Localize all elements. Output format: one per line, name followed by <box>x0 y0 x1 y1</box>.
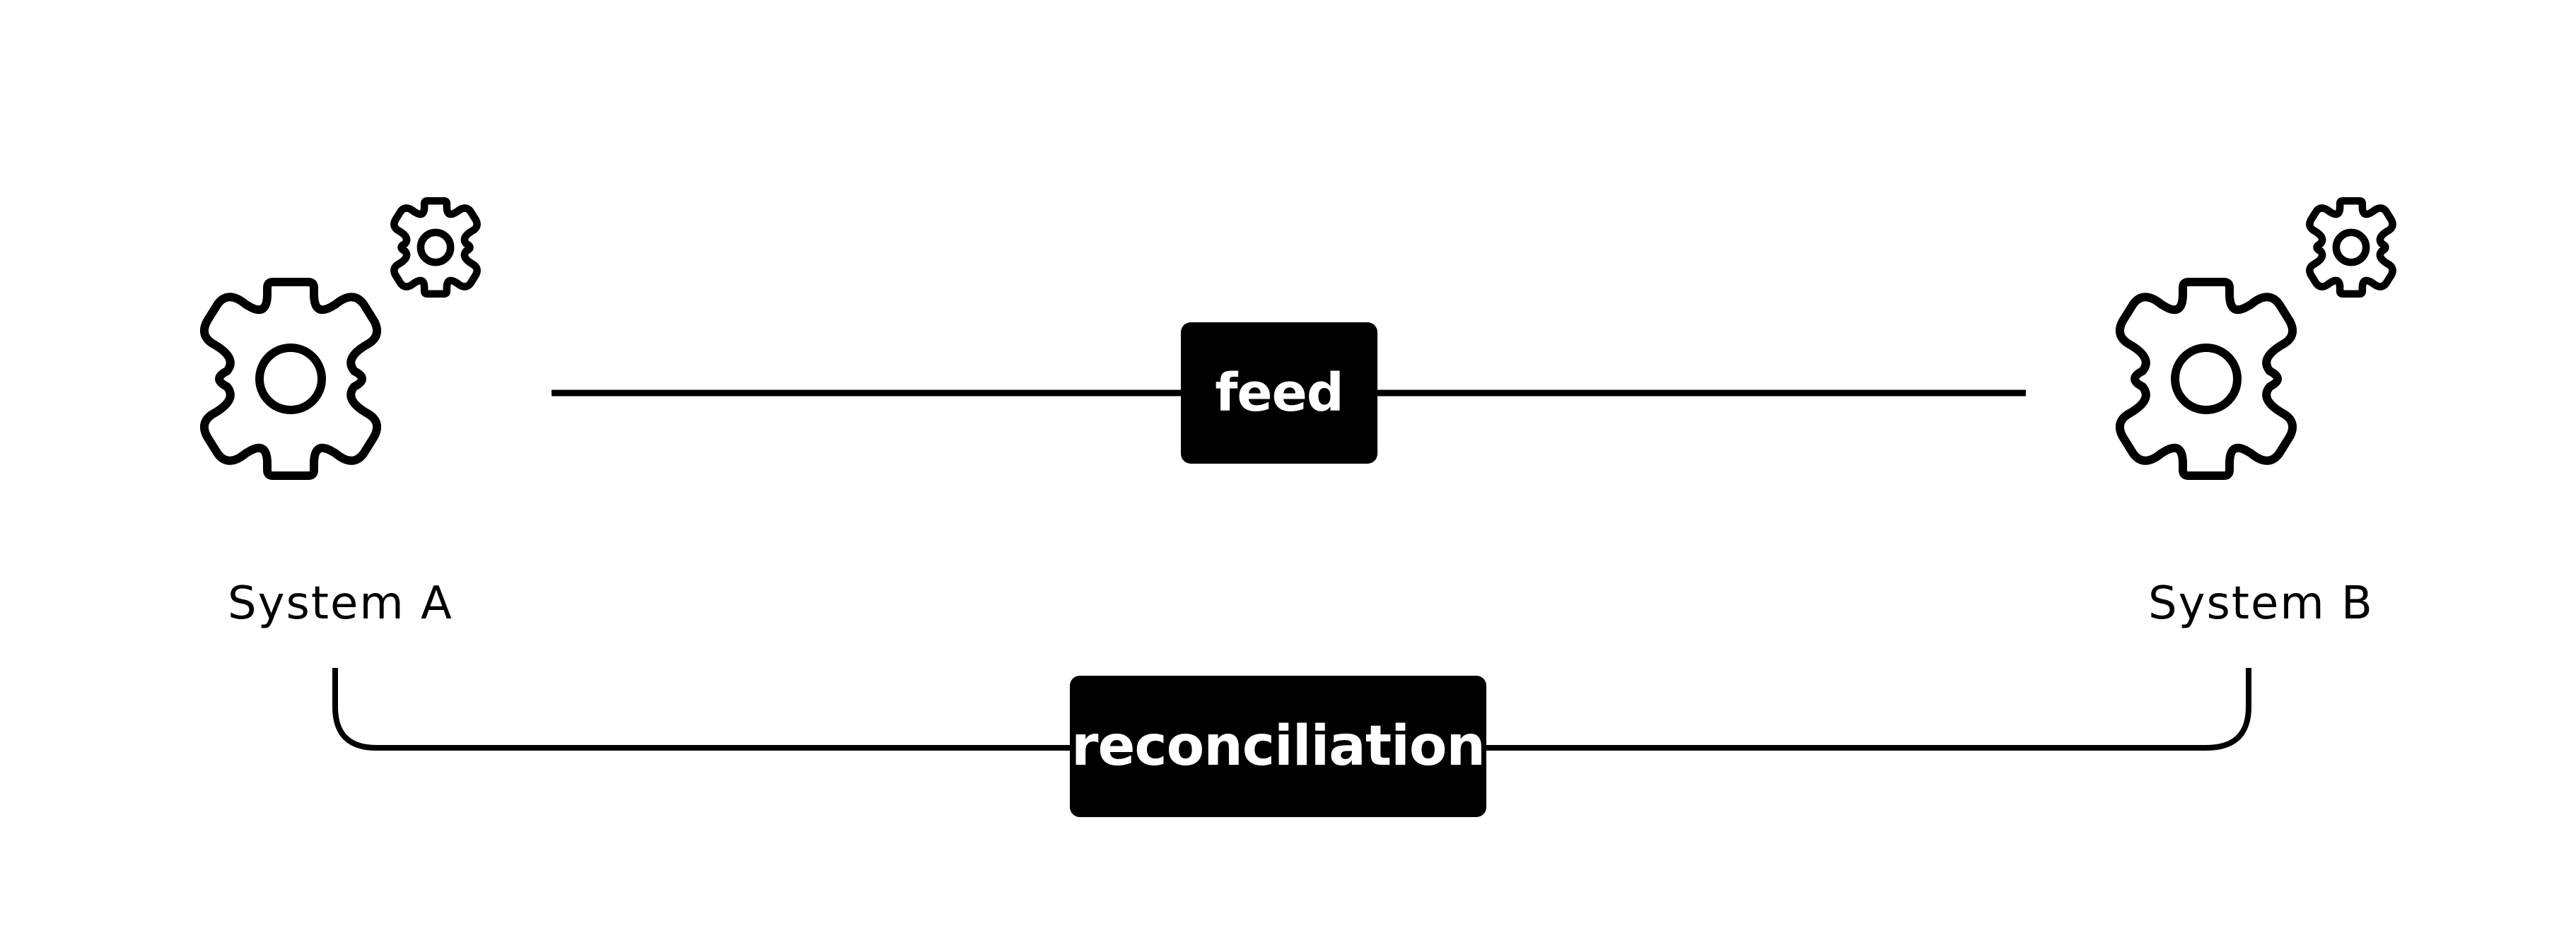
system-b-label: System B <box>2148 577 2374 630</box>
large-gear-icon <box>2115 278 2297 480</box>
system-a-label: System A <box>228 577 453 630</box>
reconciliation-label-box: reconciliation <box>1070 676 1486 817</box>
reconciliation-label: reconciliation <box>1071 715 1486 778</box>
feed-label: feed <box>1215 363 1344 423</box>
large-gear-icon <box>199 278 382 480</box>
feed-label-box: feed <box>1181 322 1377 464</box>
small-gear-icon <box>390 196 481 298</box>
gears-icon <box>2115 196 2396 480</box>
small-gear-icon <box>2306 196 2396 298</box>
gears-icon <box>199 196 481 480</box>
